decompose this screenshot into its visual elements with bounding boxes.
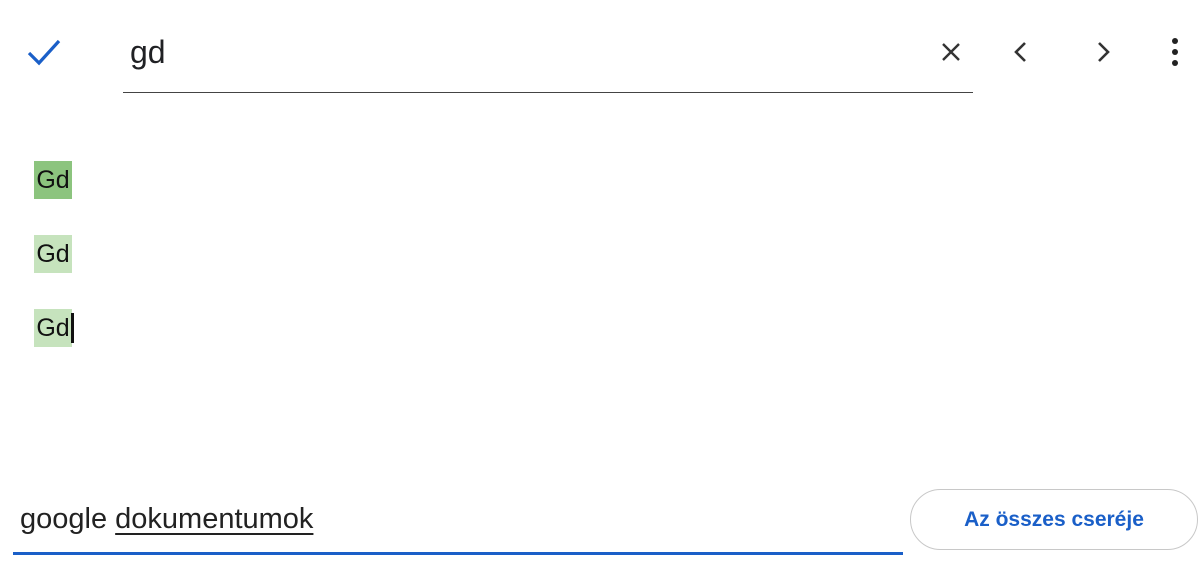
chevron-right-icon[interactable] xyxy=(1085,34,1121,70)
check-icon[interactable] xyxy=(26,36,62,68)
close-icon[interactable] xyxy=(933,34,969,70)
replace-input[interactable]: google dokumentumok xyxy=(13,495,903,555)
replace-word: google xyxy=(20,503,108,535)
search-match[interactable]: Gd xyxy=(34,235,72,273)
search-match[interactable]: Gd xyxy=(34,309,72,347)
replace-all-button[interactable]: Az összes cseréje xyxy=(910,489,1198,550)
chevron-left-icon[interactable] xyxy=(1003,34,1039,70)
text-cursor xyxy=(71,313,74,343)
search-match-current[interactable]: Gd xyxy=(34,161,72,199)
find-input[interactable]: gd xyxy=(123,24,973,93)
replace-word-underlined: dokumentumok xyxy=(115,503,314,535)
more-vert-icon[interactable] xyxy=(1157,34,1193,70)
find-query: gd xyxy=(130,34,166,70)
